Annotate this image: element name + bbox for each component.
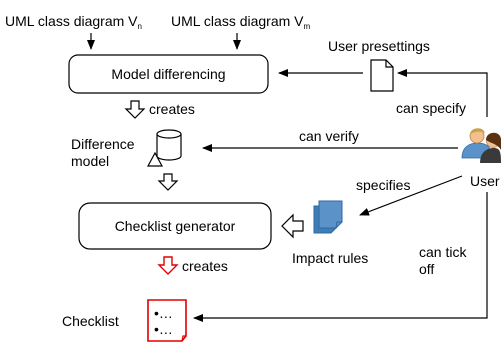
specifies-label: specifies	[356, 177, 410, 193]
arrow-user-to-checklist	[193, 192, 488, 322]
user-presettings-document-icon	[370, 59, 394, 92]
creates-label-2: creates	[182, 258, 228, 274]
arrow-user-to-presettings	[397, 69, 488, 117]
user-label: User	[470, 173, 500, 189]
model-differencing-label: Model differencing	[111, 66, 225, 82]
hollow-arrow-creates-2	[157, 256, 179, 275]
impact-rules-icon	[313, 200, 343, 234]
checklist-bullet-1: •…	[154, 305, 173, 321]
difference-model-label-line1: Difference	[71, 136, 135, 152]
creates-label-1: creates	[149, 101, 195, 117]
input-diagram-n-label: UML class diagram Vn	[5, 13, 142, 31]
hollow-arrow-creates-1	[124, 100, 146, 119]
checklist-bullet-2: •…	[154, 321, 173, 337]
checklist-label: Checklist	[62, 313, 119, 329]
model-differencing-box	[68, 54, 269, 94]
input-diagram-m-label: UML class diagram Vm	[171, 13, 311, 31]
can-verify-label: can verify	[299, 128, 359, 144]
can-specify-label: can specify	[396, 100, 466, 116]
can-tick-off-label-line2: off	[419, 261, 434, 277]
checklist-generator-label: Checklist generator	[115, 218, 236, 234]
impact-rules-label: Impact rules	[292, 250, 368, 266]
user-presettings-label: User presettings	[328, 38, 430, 54]
can-tick-off-label-line1: can tick	[419, 244, 467, 260]
hollow-arrow-rules-to-generator	[281, 213, 304, 239]
difference-model-label-line2: model	[71, 153, 109, 169]
arrow-user-to-impact-rules	[359, 175, 463, 216]
user-icon	[461, 128, 501, 163]
checklist-document-icon	[147, 299, 187, 342]
checklist-generator-box	[78, 202, 272, 250]
hollow-arrow-to-generator	[157, 173, 179, 191]
difference-model-icon	[146, 129, 182, 167]
